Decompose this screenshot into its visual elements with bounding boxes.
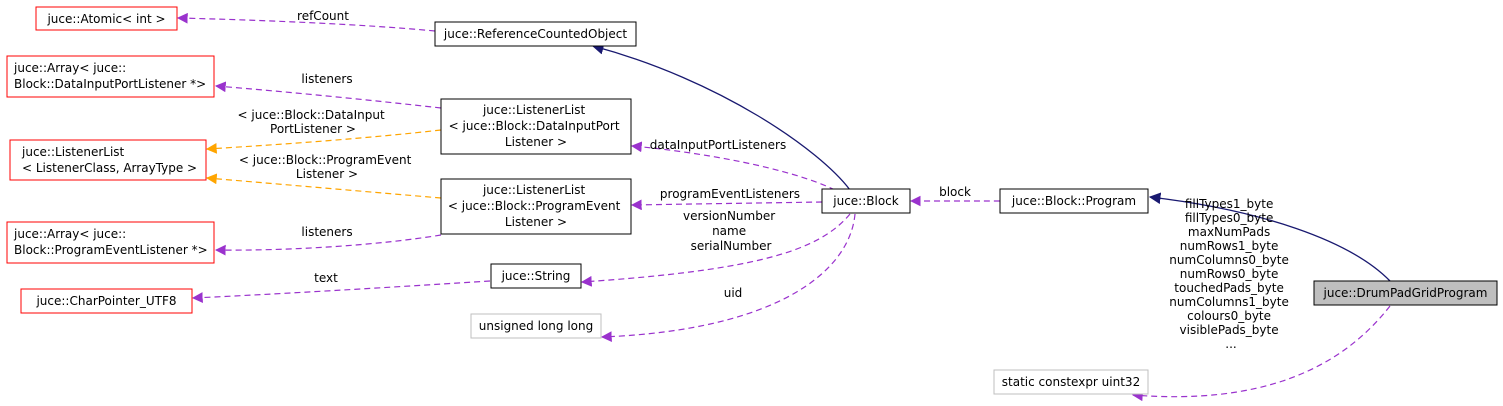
edge-text [191,280,491,303]
svg-text:juce::Block: juce::Block [832,194,899,208]
edge-label-listeners-prog: listeners [301,225,352,239]
node-listener-list-generic[interactable]: juce::ListenerList < ListenerClass, Arra… [9,139,207,181]
edge-label-data-input-port-listeners: dataInputPortListeners [650,138,786,152]
edge-label-uint32-members: fillTypes1_byte fillTypes0_byte maxNumPa… [1169,197,1292,351]
edge-label-template-prog: < juce::Block::ProgramEvent Listener > [239,153,415,181]
node-atomic-int[interactable]: juce::Atomic< int > [35,6,178,31]
edge-label-text: text [314,271,338,285]
edge-label-template-data: < juce::Block::DataInput PortListener > [238,108,389,136]
svg-text:static constexpr uint32: static constexpr uint32 [1002,375,1140,389]
node-listener-list-data-input-port[interactable]: juce::ListenerList < juce::Block::DataIn… [440,98,632,155]
svg-text:juce::Array< juce:: Bloc: juce::Array< juce:: Block::DataInputPort… [13,61,206,91]
node-drum-pad-grid-program[interactable]: juce::DrumPadGridProgram [1313,280,1498,306]
svg-text:juce::Array< juce:: Bloc: juce::Array< juce:: Block::ProgramEventL… [13,227,208,257]
edge-program-event-listeners [630,199,823,211]
svg-text:juce::String: juce::String [501,269,571,283]
edge-string-members [580,213,851,287]
svg-text:juce::ListenerList < juc: juce::ListenerList < juce::Block::DataIn… [449,103,624,149]
edge-label-block: block [939,185,971,199]
edge-listeners-prog [214,234,442,256]
edge-drumpad-inherits-program [1148,192,1391,282]
node-char-pointer-utf8[interactable]: juce::CharPointer_UTF8 [20,288,193,314]
node-unsigned-long-long[interactable]: unsigned long long [470,313,602,339]
svg-text:juce::ListenerList < Lis: juce::ListenerList < ListenerClass, Arra… [21,145,197,175]
node-reference-counted-object[interactable]: juce::ReferenceCountedObject [434,21,637,47]
edge-label-string-members: versionNumber name serialNumber [683,209,779,253]
svg-text:juce::ListenerList < juc: juce::ListenerList < juce::Block::Progra… [448,183,624,229]
svg-text:juce::ReferenceCountedObject: juce::ReferenceCountedObject [443,27,627,41]
edge-label-program-event-listeners: programEventListeners [660,187,800,201]
svg-text:juce::Block::Program: juce::Block::Program [1011,194,1136,208]
svg-text:juce::CharPointer_UTF8: juce::CharPointer_UTF8 [35,294,176,308]
edge-label-listeners-data: listeners [301,72,352,86]
node-block[interactable]: juce::Block [821,188,911,214]
edge-data-input-port-listeners [630,141,836,191]
edge-template-prog [205,173,442,199]
edge-uint32-members [1131,305,1391,402]
edge-label-refcount: refCount [297,9,349,23]
svg-text:juce::Atomic< int >: juce::Atomic< int > [46,12,165,26]
node-block-program[interactable]: juce::Block::Program [999,188,1149,214]
node-array-data-input-port-listener[interactable]: juce::Array< juce:: Block::DataInputPort… [6,55,215,98]
svg-text:unsigned long long: unsigned long long [479,319,593,333]
edge-block-inherits-refobj [591,43,851,191]
node-listener-list-program-event[interactable]: juce::ListenerList < juce::Block::Progra… [440,178,632,235]
svg-text:juce::DrumPadGridProgram: juce::DrumPadGridProgram [1323,286,1488,300]
edge-listeners-data [214,81,442,109]
edge-template-data [205,129,442,154]
node-static-constexpr-uint32[interactable]: static constexpr uint32 [993,369,1149,395]
edge-uid [600,213,856,343]
edge-label-uid: uid [724,286,743,300]
node-array-program-event-listener[interactable]: juce::Array< juce:: Block::ProgramEventL… [6,221,215,264]
edge-refcount [176,12,436,32]
node-string[interactable]: juce::String [490,263,582,289]
